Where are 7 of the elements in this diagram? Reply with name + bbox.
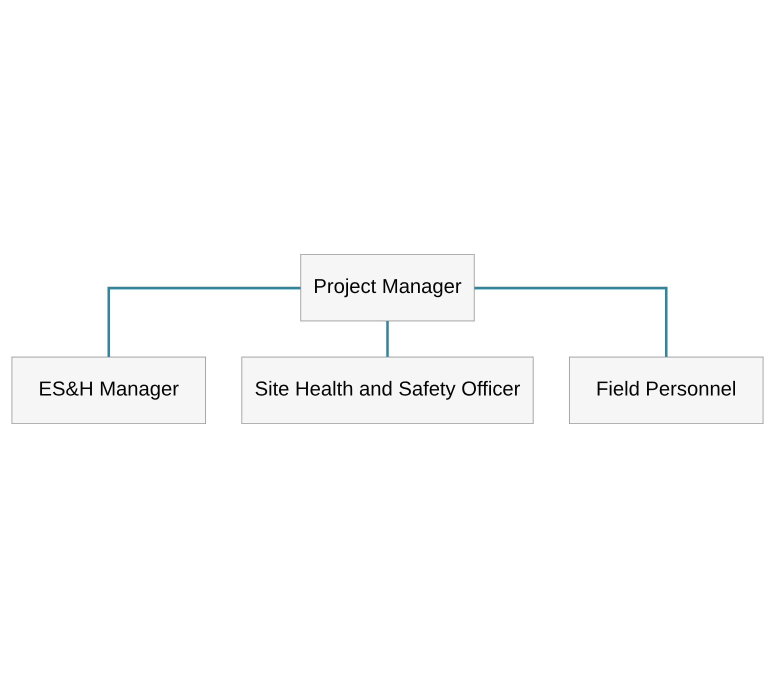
connector bbox=[474, 286, 668, 357]
connector bbox=[386, 320, 389, 357]
connector bbox=[108, 286, 300, 357]
node-box: Field Personnel bbox=[568, 356, 764, 424]
node-box: Site Health and Safety Officer bbox=[241, 356, 534, 424]
node-box: Project Manager bbox=[300, 254, 475, 322]
node-box: ES&H Manager bbox=[12, 356, 206, 424]
